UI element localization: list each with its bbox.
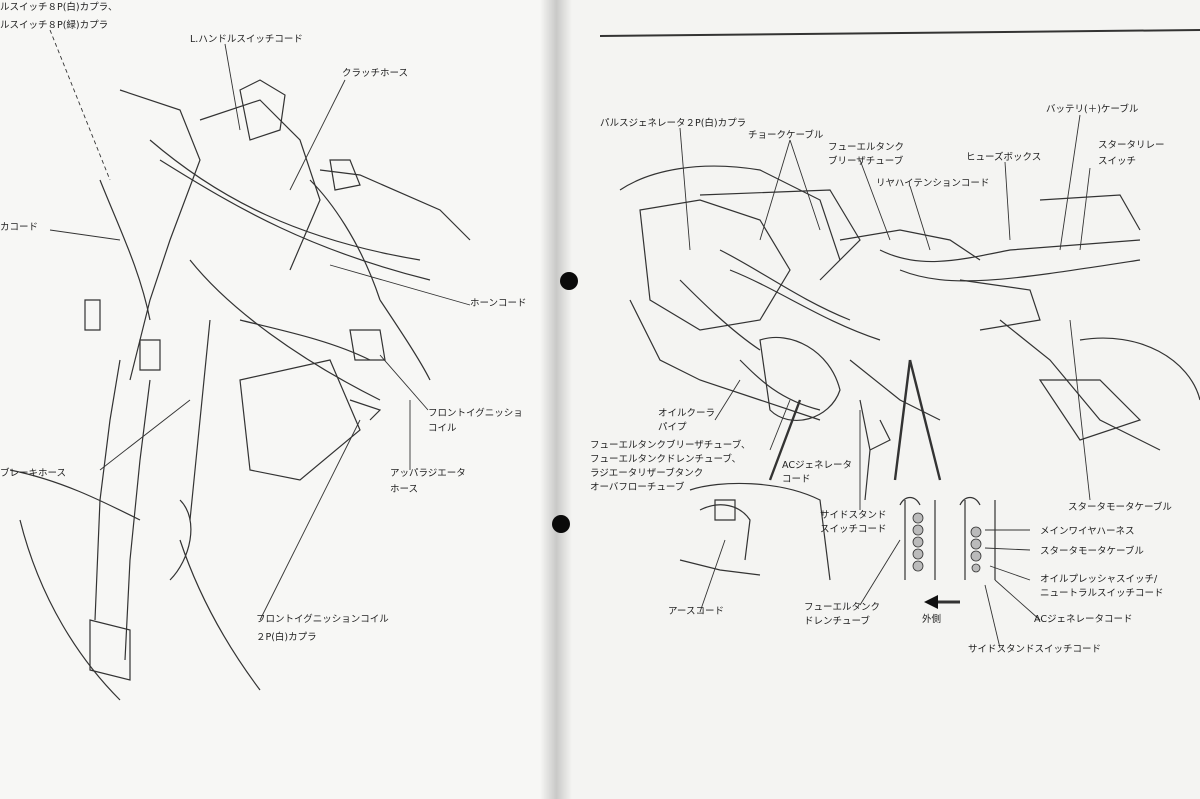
label-pulse-coupler-white: ルスイッチ８P(白)カプラ、 <box>0 2 118 13</box>
label-outside: 外側 <box>922 614 942 625</box>
label-upper-radiator-hose-1: アッパラジエータ <box>390 468 466 479</box>
label-upper-radiator-hose-2: ホース <box>390 484 419 495</box>
page-gutter <box>540 0 572 799</box>
label-starter-relay-switch-1: スタータリレー <box>1098 140 1165 151</box>
label-front-ignition-coil-2: コイル <box>428 423 457 434</box>
label-fuse-box: ヒューズボックス <box>966 152 1042 163</box>
label-oil-pressure-neutral-2: ニュートラルスイッチコード <box>1040 588 1164 599</box>
left-motorcycle-front-art <box>9 79 471 701</box>
right-page <box>556 0 1200 799</box>
label-front-ignition-coil-1: フロントイグニッショ <box>428 408 523 419</box>
label-side-stand-switch-cord-1: サイドスタンド <box>820 510 887 521</box>
label-main-wire-harness: メインワイヤハーネス <box>1040 526 1135 537</box>
left-leader-lines <box>49 29 471 621</box>
label-tube-group-1: フューエルタンクブリーザチューブ、 <box>590 440 751 451</box>
binder-hole-bottom <box>552 515 570 533</box>
label-oil-pressure-neutral-1: オイルプレッシャスイッチ/ <box>1040 574 1158 585</box>
label-side-stand-switch-cord-2: スイッチコード <box>820 524 887 535</box>
label-pulse-generator-coupler: パルスジェネレータ２P(白)カプラ <box>600 118 747 129</box>
label-oil-cooler-pipe-1: オイルクーラ <box>658 408 716 419</box>
label-earth-cord: アースコード <box>668 606 724 617</box>
label-fuel-tank-drain-tube-1: フューエルタンク <box>804 602 881 613</box>
label-fuel-tank-drain-tube-2: ドレンチューブ <box>804 616 870 627</box>
right-leader-lines <box>679 114 1091 649</box>
right-motorcycle-engine-art <box>619 165 1200 581</box>
label-l-handle-switch-cord: L.ハンドルスイッチコード <box>190 34 303 45</box>
binder-hole-top <box>560 272 578 290</box>
label-front-ignition-coupler-1: フロントイグニッションコイル <box>256 614 389 625</box>
label-starter-relay-switch-2: スイッチ <box>1098 156 1137 167</box>
label-fuel-tank-breather-1: フューエルタンク <box>828 142 905 153</box>
left-page <box>0 0 556 799</box>
label-side-stand-switch-cord-2b: サイドスタンドスイッチコード <box>968 644 1102 655</box>
label-choke-cable: チョークケーブル <box>748 130 824 141</box>
label-battery-plus-cable: バッテリ(＋)ケーブル <box>1046 104 1139 115</box>
label-oil-cooler-pipe-2: パイプ <box>658 422 687 433</box>
label-fuel-tank-breather-2: ブリーザチューブ <box>828 156 904 167</box>
label-brake-hose: ブレーキホース <box>0 468 67 479</box>
label-starter-motor-cable-2: スタータモータケーブル <box>1040 546 1144 557</box>
outside-arrow-head <box>924 595 938 609</box>
label-starter-motor-cable: スタータモータケーブル <box>1068 502 1172 513</box>
label-ac-generator-cord-2: コード <box>782 474 811 485</box>
label-pulse-coupler-green: ルスイッチ８P(緑)カプラ <box>0 20 109 31</box>
label-clutch-hose: クラッチホース <box>342 68 409 79</box>
label-ac-generator-cord-2: ACジェネレータコード <box>1034 614 1133 625</box>
label-ac-generator-cord-1: ACジェネレータ <box>782 460 852 471</box>
label-tube-group-3: ラジエータリザーブタンク <box>590 468 704 479</box>
label-tube-group-2: フューエルタンクドレンチューブ、 <box>590 454 742 465</box>
label-rear-high-tension-cord: リヤハイテンションコード <box>876 178 990 189</box>
label-ka-cord: カコード <box>0 222 39 233</box>
header-rule <box>599 29 1200 37</box>
label-tube-group-4: オーバフローチューブ <box>590 482 685 493</box>
cable-bundle-circles <box>912 512 982 573</box>
label-horn-cord: ホーンコード <box>470 298 527 309</box>
label-front-ignition-coupler-2: ２P(白)カプラ <box>256 632 317 643</box>
